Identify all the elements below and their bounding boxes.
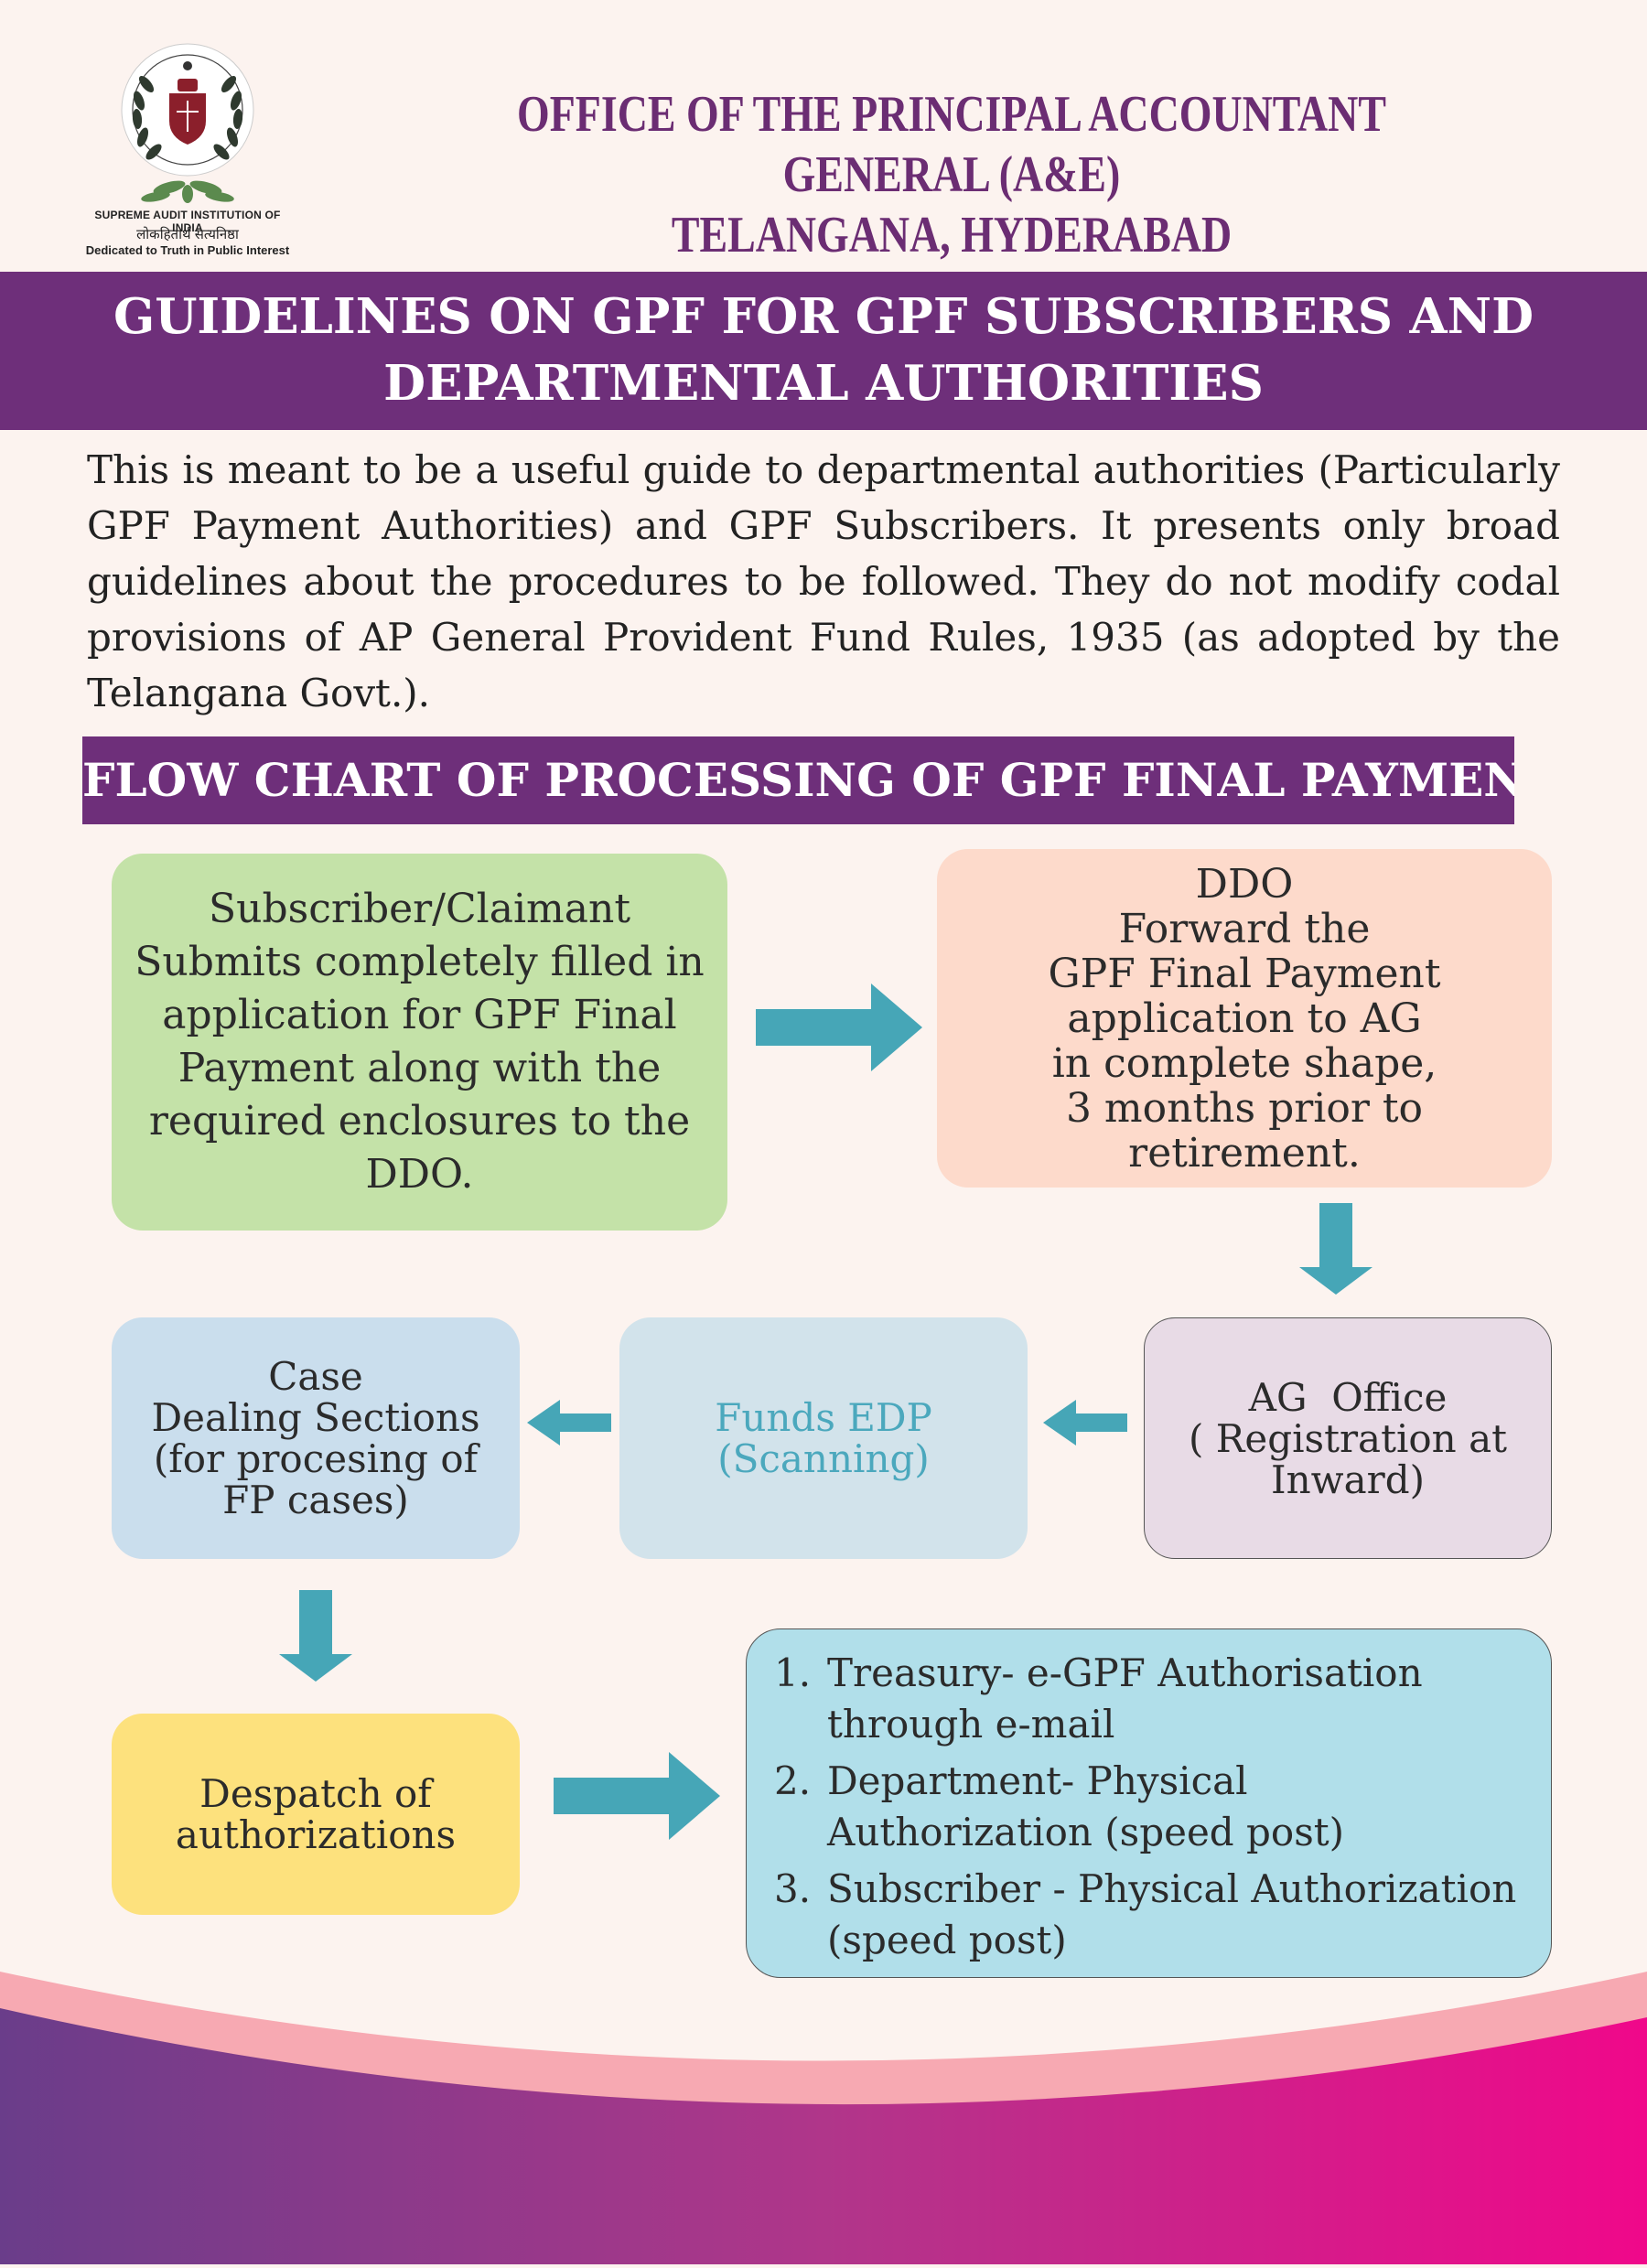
step-ag-office-box: AG Office ( Registration at Inward)	[1144, 1317, 1552, 1559]
list-item-number: 1.	[774, 1650, 812, 1695]
list-item-text: (speed post)	[827, 1918, 1067, 1962]
step-text: Submits completely filled in	[135, 939, 705, 985]
list-item-text: Treasury- e-GPF Authorisation	[827, 1650, 1423, 1695]
list-item-text: Authorization (speed post)	[827, 1810, 1345, 1854]
arrow-right-icon	[756, 984, 922, 1071]
list-item-text: Subscriber - Physical Authorization	[827, 1866, 1517, 1911]
flow-chart-title: FLOW CHART OF PROCESSING OF GPF FINAL PA…	[82, 736, 1514, 824]
emblem-caption-motto: लोकहितार्थ सत्यनिष्ठा	[136, 227, 239, 242]
step-text: retirement.	[1128, 1129, 1361, 1177]
list-item-text: Department- Physical	[827, 1758, 1248, 1803]
step-text: DDO.	[365, 1151, 474, 1198]
banner-line2: DEPARTMENTAL AUTHORITIES	[383, 355, 1264, 412]
list-item-text: through e-mail	[827, 1702, 1115, 1747]
step-text: application to AG	[1067, 994, 1422, 1042]
step-text: Case	[268, 1354, 363, 1399]
step-text: Dealing Sections	[151, 1395, 480, 1440]
step-text: Forward the	[1118, 905, 1371, 952]
list-item-number: 3.	[774, 1866, 812, 1911]
step-text: (Scanning)	[717, 1436, 930, 1481]
step-ddo-box: DDO Forward the GPF Final Payment applic…	[937, 849, 1552, 1188]
intro-paragraph: This is meant to be a useful guide to de…	[87, 447, 1560, 715]
step-text: in complete shape,	[1051, 1039, 1437, 1087]
arrow-right-icon	[554, 1752, 720, 1840]
step-text: AG Office	[1248, 1374, 1448, 1420]
emblem-icon	[121, 43, 254, 203]
step-case-dealing-box: Case Dealing Sections (for procesing of …	[112, 1317, 520, 1559]
step-text: FP cases)	[222, 1478, 409, 1522]
step-text: required enclosures to the	[148, 1098, 691, 1145]
list-item-number: 2.	[774, 1758, 812, 1803]
list-item: 1. Treasury- e-GPF Authorisation through…	[774, 1648, 1542, 1750]
emblem-logo: SUPREME AUDIT INSTITUTION OF INDIA लोकहि…	[82, 37, 293, 265]
arrow-down-icon	[1299, 1203, 1372, 1295]
list-item: 3. Subscriber - Physical Authorization (…	[774, 1864, 1542, 1966]
step-text: (for procesing of	[153, 1436, 479, 1481]
step-funds-edp-box: Funds EDP (Scanning)	[619, 1317, 1028, 1559]
emblem-caption-tagline: Dedicated to Truth in Public Interest	[85, 243, 290, 257]
step-authorizations-box: 1. Treasury- e-GPF Authorisation through…	[746, 1628, 1552, 1978]
step-despatch-box: Despatch of authorizations	[112, 1714, 520, 1915]
office-title: OFFICE OF THE PRINCIPAL ACCOUNTANT GENER…	[426, 84, 1477, 265]
step-text: Subscriber/Claimant	[208, 886, 631, 932]
step-text: Funds EDP	[715, 1395, 932, 1440]
step-subscriber-box: Subscriber/Claimant Submits completely f…	[112, 854, 727, 1231]
emblem-caption-institution: SUPREME AUDIT INSTITUTION OF INDIA	[94, 209, 281, 234]
step-text: Payment along with the	[178, 1045, 662, 1091]
arrow-down-icon	[279, 1590, 352, 1682]
banner-line1: GUIDELINES ON GPF FOR GPF SUBSCRIBERS AN…	[113, 288, 1534, 345]
step-text: DDO	[1195, 860, 1294, 908]
step-text: authorizations	[175, 1812, 457, 1857]
step-text: Despatch of	[199, 1771, 432, 1816]
footer-wave	[0, 1958, 1647, 2264]
step-text: Inward)	[1271, 1456, 1425, 1502]
arrow-left-icon	[1043, 1400, 1127, 1446]
guidelines-banner: GUIDELINES ON GPF FOR GPF SUBSCRIBERS AN…	[0, 272, 1647, 430]
authorizations-list: 1. Treasury- e-GPF Authorisation through…	[774, 1648, 1542, 1972]
list-item: 2. Department- Physical Authorization (s…	[774, 1756, 1542, 1858]
step-text: GPF Final Payment	[1048, 950, 1441, 997]
office-title-line2: TELANGANA, HYDERABAD	[671, 207, 1233, 263]
step-text: application for GPF Final	[162, 992, 677, 1038]
step-text: 3 months prior to	[1065, 1084, 1424, 1132]
step-text: ( Registration at	[1189, 1415, 1507, 1461]
arrow-left-icon	[527, 1400, 611, 1446]
office-title-line1: OFFICE OF THE PRINCIPAL ACCOUNTANT GENER…	[517, 86, 1386, 203]
